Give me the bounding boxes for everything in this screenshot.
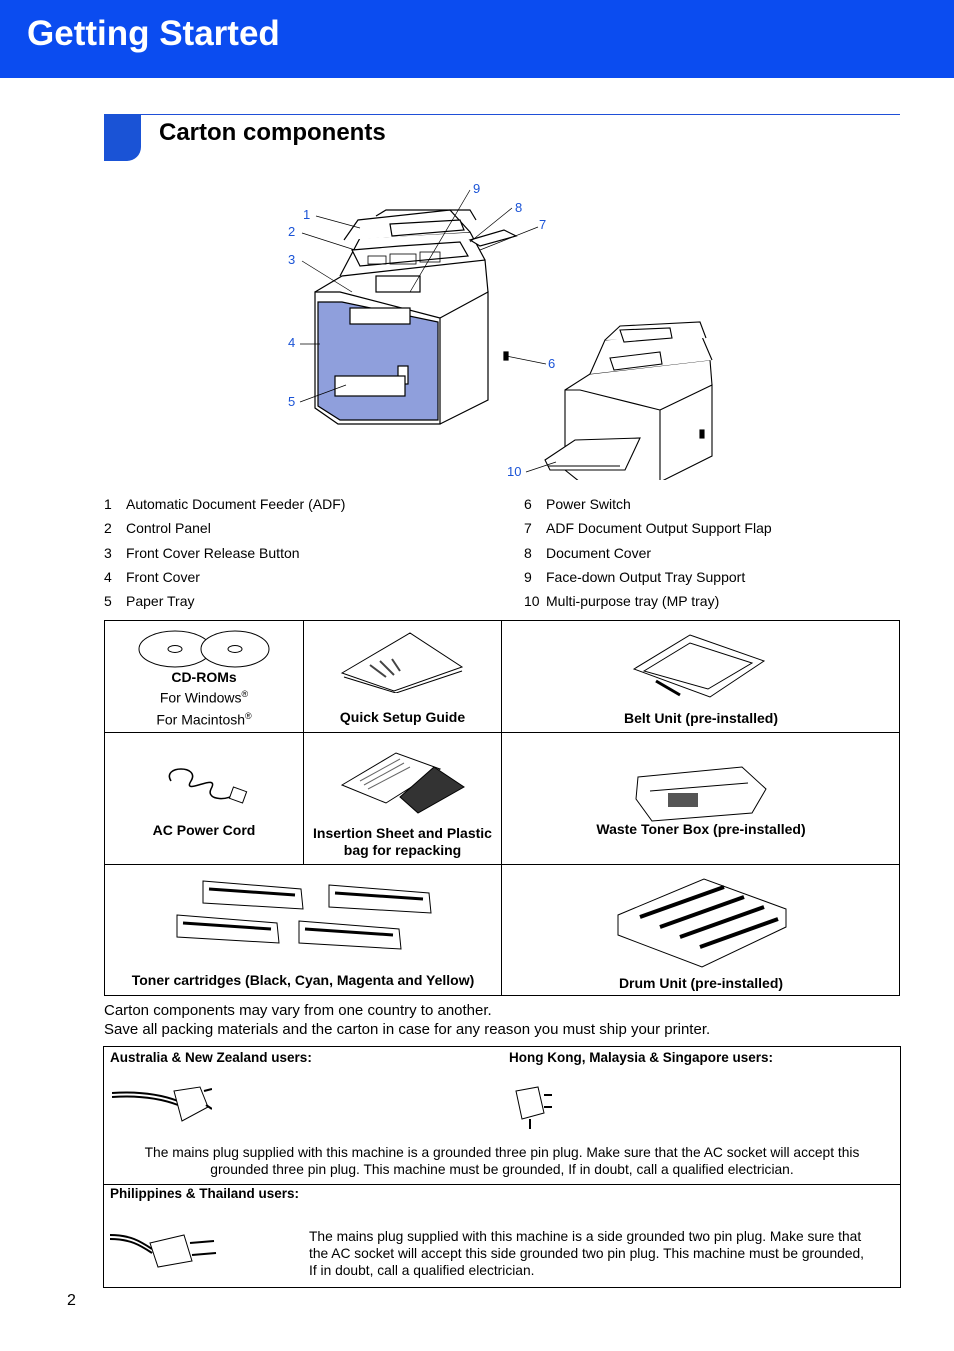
callout-10: 10 [507, 464, 522, 479]
guide-icon [340, 632, 464, 693]
components-table: CD-ROMs For Windows® For Macintosh® Quic… [104, 620, 900, 996]
insertion-sheet-icon [340, 752, 465, 814]
callout-1: 1 [303, 207, 311, 222]
quick-setup-label: Quick Setup Guide [339, 709, 466, 725]
ph-heading: Philippines & Thailand users: [110, 1186, 300, 1201]
cdrom-icon [138, 630, 270, 668]
toner-label: Toner cartridges (Black, Cyan, Magenta a… [131, 972, 475, 988]
notes: Carton components may vary from one coun… [104, 1001, 710, 1039]
side-grounded-text: The mains plug supplied with this machin… [309, 1229, 865, 1278]
cell-belt-unit: Belt Unit (pre-installed) [502, 621, 900, 733]
cell-toner: Toner cartridges (Black, Cyan, Magenta a… [105, 865, 502, 995]
header-banner: Getting Started [0, 0, 954, 78]
au-plug-icon [112, 1086, 212, 1122]
ac-cord-label: AC Power Cord [152, 822, 256, 838]
cdroms-mac: For Macintosh® [156, 711, 252, 728]
waste-toner-icon [635, 766, 767, 822]
section-title: Carton components [159, 119, 386, 146]
cell-cdroms: CD-ROMs For Windows® For Macintosh® [105, 621, 304, 733]
callout-6: 6 [548, 356, 556, 371]
hk-heading: Hong Kong, Malaysia & Singapore users: [509, 1050, 774, 1065]
callout-2: 2 [288, 224, 296, 239]
page-number: 2 [67, 1292, 76, 1309]
belt-unit-icon [632, 634, 766, 698]
cdroms-title: CD-ROMs [171, 669, 237, 685]
insertion-sheet-label-2: bag for repacking [343, 842, 462, 858]
callout-7: 7 [539, 217, 547, 232]
power-cord-icon [168, 768, 248, 804]
cell-insertion-sheet: Insertion Sheet and Plastic bag for repa… [304, 733, 502, 865]
note-line-1: Carton components may vary from one coun… [104, 1002, 492, 1019]
waste-toner-label: Waste Toner Box (pre-installed) [596, 821, 806, 837]
callout-3: 3 [288, 252, 296, 267]
section-marker [104, 114, 141, 161]
belt-unit-label: Belt Unit (pre-installed) [623, 710, 778, 726]
cdroms-windows: For Windows® [159, 689, 249, 706]
drum-unit-icon [617, 878, 787, 968]
callout-5: 5 [288, 394, 296, 409]
cell-drum: Drum Unit (pre-installed) [502, 865, 900, 995]
cell-waste-toner: Waste Toner Box (pre-installed) [502, 733, 900, 865]
page-title: Getting Started [27, 14, 280, 53]
cell-quick-setup: Quick Setup Guide [304, 621, 502, 733]
note-line-2: Save all packing materials and the carto… [104, 1021, 711, 1038]
callout-4: 4 [288, 335, 296, 350]
plug-info-box: Australia & New Zealand users: Hong Kong… [103, 1046, 901, 1288]
toner-cartridges-icon [176, 880, 432, 950]
schuko-plug-icon [110, 1234, 217, 1268]
section-rule [104, 114, 900, 115]
drum-label: Drum Unit (pre-installed) [618, 975, 784, 991]
plug-divider [104, 1184, 900, 1185]
aus-heading: Australia & New Zealand users: [110, 1050, 312, 1065]
callout-8: 8 [515, 200, 523, 215]
printer-illustration [299, 189, 713, 480]
cell-ac-cord: AC Power Cord [105, 733, 304, 865]
grounded-text: The mains plug supplied with this machin… [144, 1145, 860, 1177]
insertion-sheet-label-1: Insertion Sheet and Plastic [313, 825, 492, 841]
uk-plug-icon [515, 1086, 552, 1129]
callout-9: 9 [473, 181, 481, 196]
